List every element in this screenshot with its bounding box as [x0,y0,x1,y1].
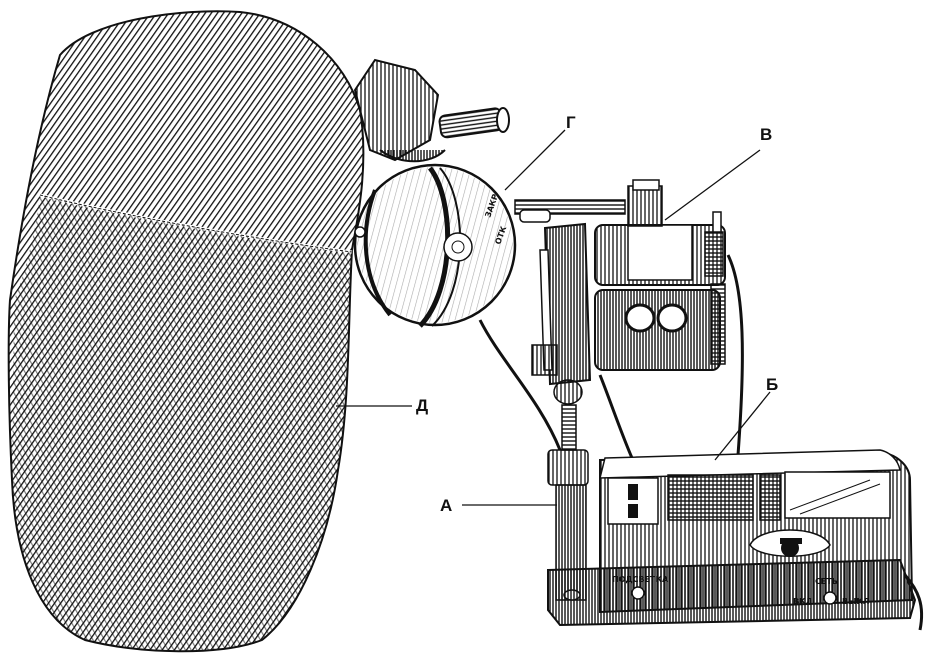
cable-2 [598,374,634,459]
leader-v [664,149,761,221]
callouts: Г В Б Д А [336,113,778,515]
label-backlight: ПОДСВЕТКА [612,575,669,584]
network-switch-icon [823,591,837,605]
backlight-switch-icon [631,586,645,600]
label-v: В [760,125,772,144]
label-on: ВКЛ [793,597,812,606]
label-off: ВЫКЛ [842,597,870,606]
cable-3 [726,254,744,456]
cylinder-unit [531,179,726,386]
drape-cloth [7,10,365,653]
label-b: Б [766,375,778,394]
label-network: СЕТЬ [815,577,838,586]
label-a: А [440,496,452,515]
lens-left-icon [624,303,656,333]
lens-right-icon [656,303,688,333]
switch-toggle-icon [628,484,638,500]
stand-post [547,379,589,601]
connecting-arm [514,199,626,223]
label-g: Г [566,113,576,132]
sphere-dial-icon [443,232,473,262]
spherical-unit: ЗАКР ОТК [353,58,517,328]
label-d: Д [416,396,428,415]
leader-g [504,129,566,191]
cable-1 [478,319,562,451]
control-box: ПОДСВЕТКА СЕТЬ ВКЛ ВЫКЛ [547,449,917,627]
leader-b [714,391,771,461]
